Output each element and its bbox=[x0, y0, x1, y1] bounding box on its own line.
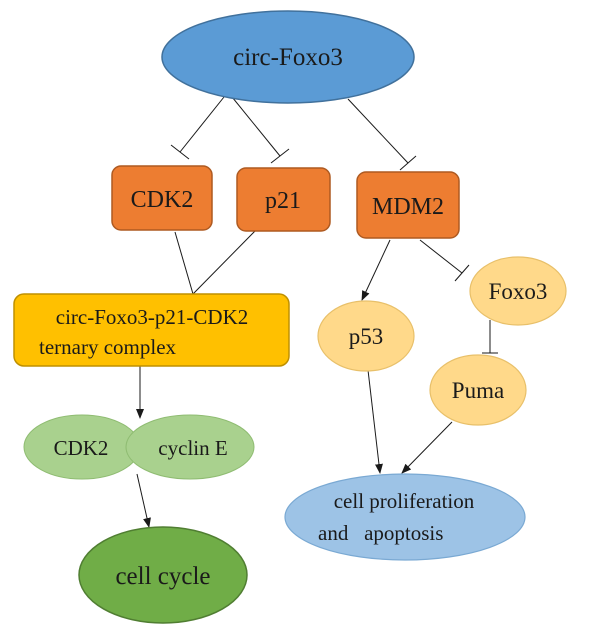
arrow-cdk2-cycline-to-cellcycle bbox=[136, 473, 151, 528]
inhibit-edge-circ-to-p21 bbox=[227, 91, 281, 157]
arrow-puma-to-outcome bbox=[401, 421, 453, 474]
complex-label-line1: circ-Foxo3-p21-CDK2 bbox=[56, 305, 248, 329]
cyclin-e-label: cyclin E bbox=[158, 436, 227, 460]
inhibit-bar-cdk2 bbox=[170, 144, 190, 160]
inhibit-edge-circ-to-cdk2 bbox=[179, 91, 229, 153]
node-cdk2-top: CDK2 bbox=[111, 165, 213, 231]
edge-p21-to-complex bbox=[192, 230, 256, 295]
node-cell-cycle: cell cycle bbox=[78, 526, 248, 624]
node-p21: p21 bbox=[236, 167, 331, 232]
p21-label: p21 bbox=[265, 188, 301, 214]
inhibit-edge-mdm2-to-foxo3 bbox=[419, 239, 463, 274]
edge-cdk2-to-complex bbox=[174, 231, 194, 295]
node-ternary-complex: circ-Foxo3-p21-CDK2 ternary complex bbox=[13, 293, 290, 367]
p53-label: p53 bbox=[349, 324, 384, 349]
cdk2-bottom-label: CDK2 bbox=[54, 436, 109, 460]
mdm2-label: MDM2 bbox=[372, 194, 444, 220]
node-p53: p53 bbox=[317, 300, 415, 372]
prolif-label-line1: cell proliferation bbox=[334, 489, 475, 513]
cell-cycle-label: cell cycle bbox=[115, 563, 210, 590]
inhibit-bar-foxo3 bbox=[454, 264, 470, 282]
prolif-label-line2: and apoptosis bbox=[318, 521, 443, 545]
node-mdm2: MDM2 bbox=[356, 171, 460, 239]
foxo3-label: Foxo3 bbox=[489, 279, 548, 304]
edges bbox=[136, 91, 498, 528]
inhibit-edge-circ-to-mdm2 bbox=[347, 98, 409, 164]
arrow-mdm2-to-p53 bbox=[361, 239, 391, 301]
complex-label-line2: ternary complex bbox=[39, 335, 177, 359]
node-puma: Puma bbox=[429, 354, 527, 426]
puma-label: Puma bbox=[452, 378, 504, 403]
node-circ-foxo3: circ-Foxo3 bbox=[161, 10, 415, 104]
arrow-p53-to-outcome bbox=[367, 369, 383, 474]
node-cdk2-cycline-pair: CDK2 cyclin E bbox=[23, 414, 255, 480]
node-foxo3: Foxo3 bbox=[469, 256, 567, 326]
node-proliferation-apoptosis: cell proliferation and apoptosis bbox=[284, 473, 526, 561]
cdk2-top-label: CDK2 bbox=[131, 187, 194, 213]
inhibit-bar-mdm2 bbox=[399, 155, 417, 171]
inhibit-bar-p21 bbox=[270, 148, 290, 164]
circ-foxo3-label: circ-Foxo3 bbox=[233, 44, 343, 71]
